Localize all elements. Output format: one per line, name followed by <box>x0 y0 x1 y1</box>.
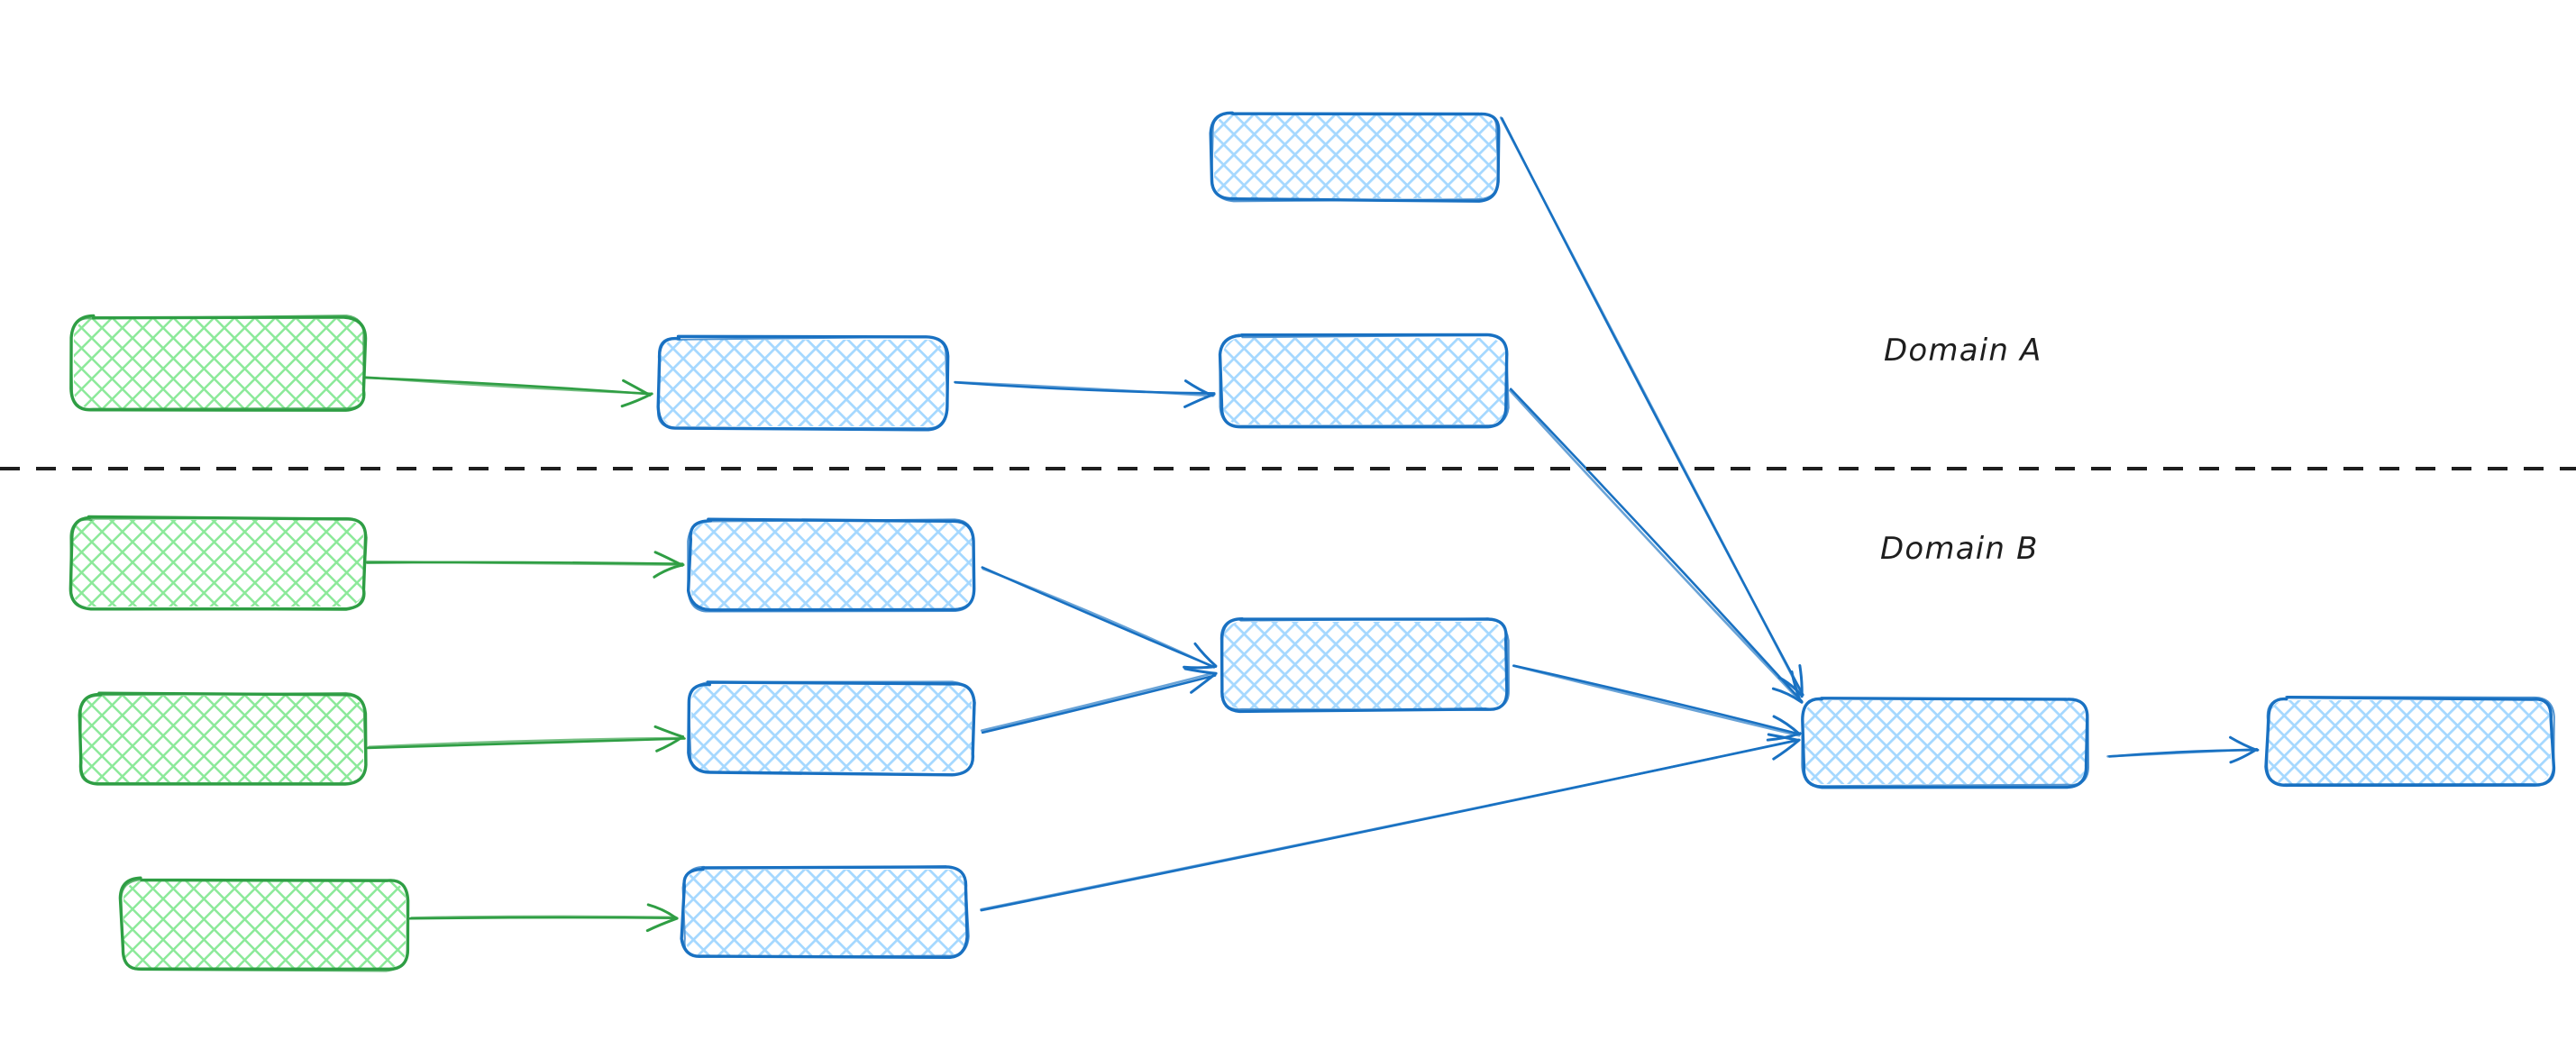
node-n6-process[interactable] <box>686 517 976 613</box>
node-fill <box>691 522 972 608</box>
node-fill <box>1223 622 1505 708</box>
edge-arrowhead <box>1183 665 1218 670</box>
edge-arrowhead <box>1790 670 1802 703</box>
edge-arrowhead <box>1767 733 1801 742</box>
edge-line <box>981 674 1217 734</box>
edge-arrowhead <box>1183 379 1214 397</box>
edge-e10-n9-to-n12[interactable] <box>1512 664 1802 742</box>
node-fill <box>660 340 945 426</box>
edge-arrowhead <box>2229 748 2259 764</box>
node-fill <box>1223 338 1505 424</box>
edge-e5-n5-to-n6[interactable] <box>365 551 685 579</box>
node-n1-source[interactable] <box>69 314 368 412</box>
node-outline <box>78 691 367 785</box>
node-outline <box>2266 696 2555 786</box>
edge-arrowhead <box>1772 715 1801 735</box>
edge-e7-n10-to-n11[interactable] <box>408 903 679 933</box>
edge-line <box>363 376 653 395</box>
edge-arrowhead <box>1798 663 1804 698</box>
edges-layer <box>363 116 2260 933</box>
node-n11-process[interactable] <box>680 865 970 960</box>
node-fill <box>685 870 965 955</box>
node-n7-source[interactable] <box>78 691 368 786</box>
node-outline <box>120 879 409 972</box>
edge-line <box>980 671 1215 732</box>
edge-e6-n7-to-n8[interactable] <box>366 725 686 753</box>
node-fill <box>74 319 363 408</box>
node-fill <box>81 696 363 782</box>
edge-arrowhead <box>653 551 684 567</box>
node-outline <box>687 680 976 776</box>
nodes-layer <box>69 111 2556 972</box>
edge-line <box>1509 388 1804 703</box>
edge-arrowhead <box>1193 642 1218 668</box>
node-outline <box>687 518 975 613</box>
edge-e8-n6-to-n9[interactable] <box>981 566 1218 670</box>
node-n3-process[interactable] <box>1218 333 1510 429</box>
node-fill <box>1214 114 1496 198</box>
edge-arrowhead <box>1772 738 1801 761</box>
node-outline <box>1219 333 1510 427</box>
node-n12-hub[interactable] <box>1801 697 2090 789</box>
node-outline <box>681 865 970 958</box>
node-n2-process[interactable] <box>656 334 950 432</box>
edge-line <box>953 380 1215 397</box>
node-n5-source[interactable] <box>69 515 368 611</box>
node-n4-process[interactable] <box>1209 111 1501 203</box>
node-outline <box>1801 697 2090 788</box>
edge-line <box>2106 747 2258 758</box>
node-fill <box>123 881 406 968</box>
edge-line <box>1512 664 1801 737</box>
node-outline <box>657 335 949 430</box>
node-n10-source[interactable] <box>118 876 410 972</box>
domain-a-label: Domain A <box>1884 333 2042 369</box>
edge-line <box>410 915 678 919</box>
edge-arrowhead <box>655 734 685 753</box>
node-outline <box>69 516 368 611</box>
node-n13-sink[interactable] <box>2264 695 2556 788</box>
node-outline <box>1220 617 1510 711</box>
node-outline <box>1209 111 1501 203</box>
edge-line <box>1509 388 1803 704</box>
edge-arrowhead <box>1190 672 1218 694</box>
edge-line <box>365 560 685 567</box>
edge-e9-n8-to-n9[interactable] <box>980 667 1218 734</box>
node-fill <box>691 685 972 771</box>
edge-arrowhead <box>1183 667 1218 675</box>
edge-e1-n1-to-n2[interactable] <box>363 376 653 408</box>
node-n9-process[interactable] <box>1219 617 1510 714</box>
edge-arrowhead <box>645 917 679 933</box>
edge-e4-n3-to-n12[interactable] <box>1509 388 1804 704</box>
edge-e2-n2-to-n3[interactable] <box>953 379 1216 408</box>
node-outline <box>1210 112 1500 203</box>
node-fill <box>2269 700 2551 784</box>
node-outline <box>69 315 365 410</box>
edge-arrowhead <box>646 903 677 919</box>
edge-line <box>980 738 1801 911</box>
edge-arrowhead <box>653 725 684 739</box>
edge-arrowhead <box>620 392 653 408</box>
node-fill <box>1804 700 2086 784</box>
edge-arrowhead <box>622 379 652 397</box>
node-fill <box>72 520 363 607</box>
edge-e11-n11-to-n12[interactable] <box>980 733 1801 912</box>
edge-e3-n4-to-n12[interactable] <box>1499 116 1804 698</box>
edge-line <box>368 736 685 749</box>
domain-b-label: Domain B <box>1880 531 2039 567</box>
edge-arrowhead <box>653 563 684 579</box>
node-n8-process[interactable] <box>687 680 976 777</box>
edge-line <box>982 567 1216 669</box>
edge-arrowhead <box>2229 735 2259 752</box>
edge-line <box>366 737 686 750</box>
edge-e12-n12-to-n13[interactable] <box>2106 735 2260 764</box>
edge-line <box>1499 116 1804 697</box>
